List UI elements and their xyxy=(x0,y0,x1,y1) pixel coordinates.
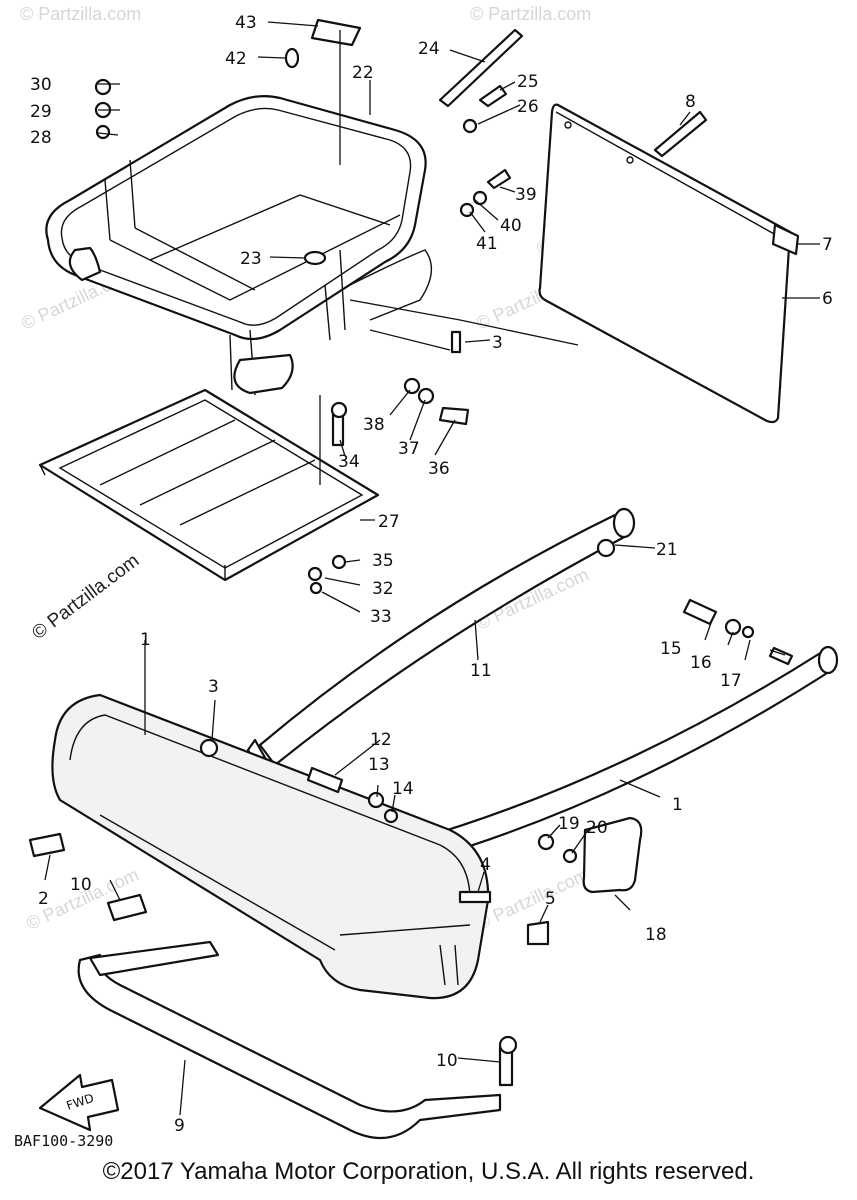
rear-bumper xyxy=(51,693,490,1000)
callout-42: 42 xyxy=(225,49,247,69)
callout-6: 6 xyxy=(822,289,833,309)
callout-26: 26 xyxy=(517,97,539,117)
callout-32: 32 xyxy=(372,579,394,599)
callout-27: 27 xyxy=(378,512,400,532)
callout-4: 4 xyxy=(480,855,491,875)
watermark: © Partzilla.com xyxy=(470,4,591,24)
callout-5: 5 xyxy=(545,889,556,909)
callout-35: 35 xyxy=(372,551,394,571)
callout-2: 2 xyxy=(38,889,49,909)
callout-24: 24 xyxy=(418,39,440,59)
callout-33: 33 xyxy=(370,607,392,627)
callout-36: 36 xyxy=(428,459,450,479)
callout-30: 30 xyxy=(30,75,52,95)
callout-10-upper: 10 xyxy=(70,875,92,895)
diagram-code: BAF100-3290 xyxy=(14,1132,113,1150)
callout-15: 15 xyxy=(660,639,682,659)
exploded-view-svg: © Partzilla.com © Partzilla.com © Partzi… xyxy=(14,4,839,1150)
callout-numbers: 43 42 30 29 28 22 24 25 26 8 39 40 41 7 … xyxy=(30,13,833,1136)
callout-34: 34 xyxy=(338,452,360,472)
carrier-plate xyxy=(38,388,380,582)
callout-43: 43 xyxy=(235,13,257,33)
callout-29: 29 xyxy=(30,102,52,122)
callout-10-lower: 10 xyxy=(436,1051,458,1071)
callout-22: 22 xyxy=(352,63,374,83)
callout-13: 13 xyxy=(368,755,390,775)
callout-39: 39 xyxy=(515,185,537,205)
callout-37: 37 xyxy=(398,439,420,459)
side-tube-11 xyxy=(246,507,636,777)
callout-14: 14 xyxy=(392,779,414,799)
callout-38: 38 xyxy=(363,415,385,435)
leader-lines xyxy=(44,21,820,1116)
watermark: © Partzilla.com xyxy=(20,4,141,24)
callout-20: 20 xyxy=(586,818,608,838)
callout-18: 18 xyxy=(645,925,667,945)
license-plate-bracket xyxy=(538,103,800,424)
callout-11: 11 xyxy=(470,661,492,681)
callout-1-tube: 1 xyxy=(672,795,683,815)
callout-12: 12 xyxy=(370,730,392,750)
reflector-18 xyxy=(582,816,643,894)
callout-40: 40 xyxy=(500,216,522,236)
callout-17: 17 xyxy=(720,671,742,691)
copyright-notice: ©2017 Yamaha Motor Corporation, U.S.A. A… xyxy=(102,1158,755,1185)
callout-3-lower: 3 xyxy=(208,677,219,697)
callout-23: 23 xyxy=(240,249,262,269)
callout-3-upper: 3 xyxy=(492,333,503,353)
fwd-arrow: FWD xyxy=(38,1073,120,1132)
rear-carrier-basket xyxy=(45,95,579,396)
watermark-main: © Partzilla.com xyxy=(28,550,143,644)
callout-16: 16 xyxy=(690,653,712,673)
callout-21: 21 xyxy=(656,540,678,560)
callout-8: 8 xyxy=(685,92,696,112)
callout-19: 19 xyxy=(558,814,580,834)
callout-41: 41 xyxy=(476,234,498,254)
callout-1-bumper: 1 xyxy=(140,630,151,650)
callout-7: 7 xyxy=(822,235,833,255)
callout-25: 25 xyxy=(517,72,539,92)
callout-9: 9 xyxy=(174,1116,185,1136)
lower-guard xyxy=(77,940,502,1140)
callout-28: 28 xyxy=(30,128,52,148)
